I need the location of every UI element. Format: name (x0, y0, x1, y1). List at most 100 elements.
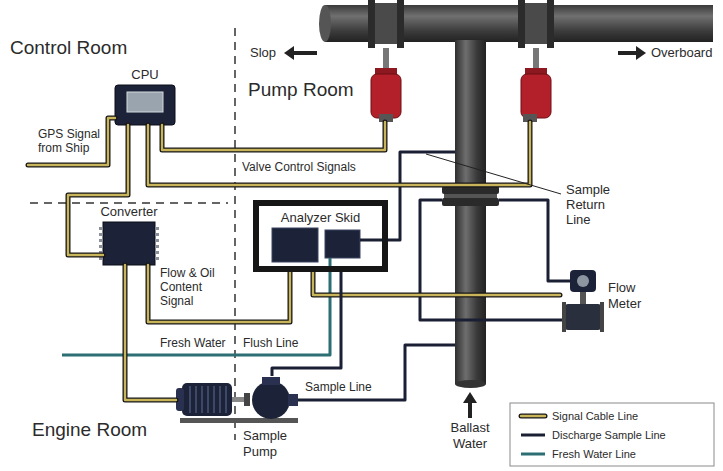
analyzer-unit (325, 230, 360, 258)
line-label: Sample Line (305, 380, 372, 394)
valve-flange (368, 0, 375, 48)
pipe-end (455, 380, 486, 388)
valve-flange (518, 0, 525, 48)
pipe-flange (442, 198, 499, 206)
converter-pin (155, 239, 159, 242)
valve-cable (162, 122, 385, 150)
meter-face (577, 275, 589, 287)
flow-direction-label: Overboard (651, 45, 712, 61)
connector-path (313, 272, 560, 295)
valve-body (525, 3, 547, 44)
motor-rib (195, 386, 197, 413)
room-label: Engine Room (32, 418, 147, 442)
room-divider (234, 28, 236, 440)
room-divider (30, 202, 228, 204)
sample-connector (272, 272, 341, 376)
fresh-water-line (62, 258, 330, 355)
motor-rib (201, 386, 203, 413)
sample-line (298, 345, 455, 400)
legend-line-sample (518, 427, 548, 443)
valve-actuator (371, 74, 401, 118)
legend-row: Signal Cable Line (510, 408, 714, 426)
instrument-caption: Flow Meter (608, 280, 658, 311)
skid-caption: Analyzer Skid (281, 210, 360, 226)
pump-casing (252, 381, 290, 419)
legend-row: Fresh Water Line (510, 446, 714, 464)
flow-direction-label: Ballast Water (440, 420, 500, 452)
legend-text: Fresh Water Line (552, 447, 636, 462)
signal-cable (148, 265, 290, 322)
valve-cable (148, 122, 530, 185)
legend-line-sample (518, 408, 548, 424)
meter-flange (562, 302, 566, 332)
valve-actuator (521, 74, 551, 118)
valve-flange (397, 0, 404, 48)
flow-meter-symbol: Flow Meter (560, 266, 604, 334)
signal-cable (313, 272, 560, 295)
motor-rib (189, 386, 191, 413)
motor-rib (213, 386, 215, 413)
gps-cable (28, 118, 115, 165)
legend-box (510, 403, 714, 466)
flow-arrow (618, 51, 637, 55)
arrow-head (463, 392, 477, 403)
pump-coupling (244, 393, 250, 406)
legend-line (521, 414, 545, 419)
line-label: Fresh Water (160, 336, 226, 350)
equipment-caption: Sample Pump (243, 428, 295, 459)
flow-direction-label: Slop (250, 45, 276, 61)
cpu-unit: CPU (115, 85, 175, 125)
converter-pin (99, 227, 103, 230)
converter-pin (155, 233, 159, 236)
motor-rib (207, 386, 209, 413)
converter-pin (155, 227, 159, 230)
line-label: Flush Line (243, 336, 298, 350)
meter-neck (580, 292, 586, 304)
connector-path (313, 272, 560, 295)
room-label: Control Room (10, 36, 127, 60)
legend-text: Signal Cable Line (552, 409, 638, 424)
connector-path (148, 265, 290, 322)
room-label: Pump Room (248, 78, 354, 102)
meter-head (570, 270, 596, 292)
pump-outlet (262, 377, 280, 385)
meter-body (565, 304, 601, 330)
arrow-head (636, 46, 646, 60)
legend-row: Discharge Sample Line (510, 427, 714, 445)
unit-caption: CPU (131, 67, 158, 83)
converter-pin (99, 245, 103, 248)
cpu-body (115, 85, 175, 125)
converter-pin (155, 251, 159, 254)
unit-caption: Converter (100, 204, 157, 220)
connector-path (272, 272, 341, 376)
valve-cable (162, 122, 385, 150)
meter-line (420, 200, 562, 320)
valve-cable (148, 122, 530, 185)
arrow-head (284, 46, 294, 60)
cpu-screen (127, 92, 163, 112)
signal-label: Flow & Oil Content Signal (160, 266, 230, 308)
converter-pin (155, 257, 159, 260)
analyzer-skid-frame: Analyzer Skid (253, 200, 388, 272)
converter-pin (155, 245, 159, 248)
legend-line (521, 453, 545, 456)
converter-pin (99, 233, 103, 236)
sample-pump-symbol: Sample Pump (176, 376, 298, 424)
signal-label: GPS Signal from Ship (38, 127, 113, 155)
legend-line (521, 415, 545, 417)
pump-base (180, 418, 298, 423)
legend-line-sample (518, 446, 548, 462)
converter-unit: Converter (103, 222, 155, 265)
valve-body (375, 3, 397, 44)
meter-line (499, 200, 570, 281)
pipe-end (319, 5, 331, 42)
line-label: Sample Return Line (566, 182, 621, 227)
analyzer-unit (272, 228, 318, 262)
legend-line (521, 434, 545, 437)
pump-inlet (288, 394, 298, 406)
motor-rib (225, 386, 227, 413)
gps-cable (28, 118, 115, 165)
signal-label: Valve Control Signals (242, 160, 356, 175)
